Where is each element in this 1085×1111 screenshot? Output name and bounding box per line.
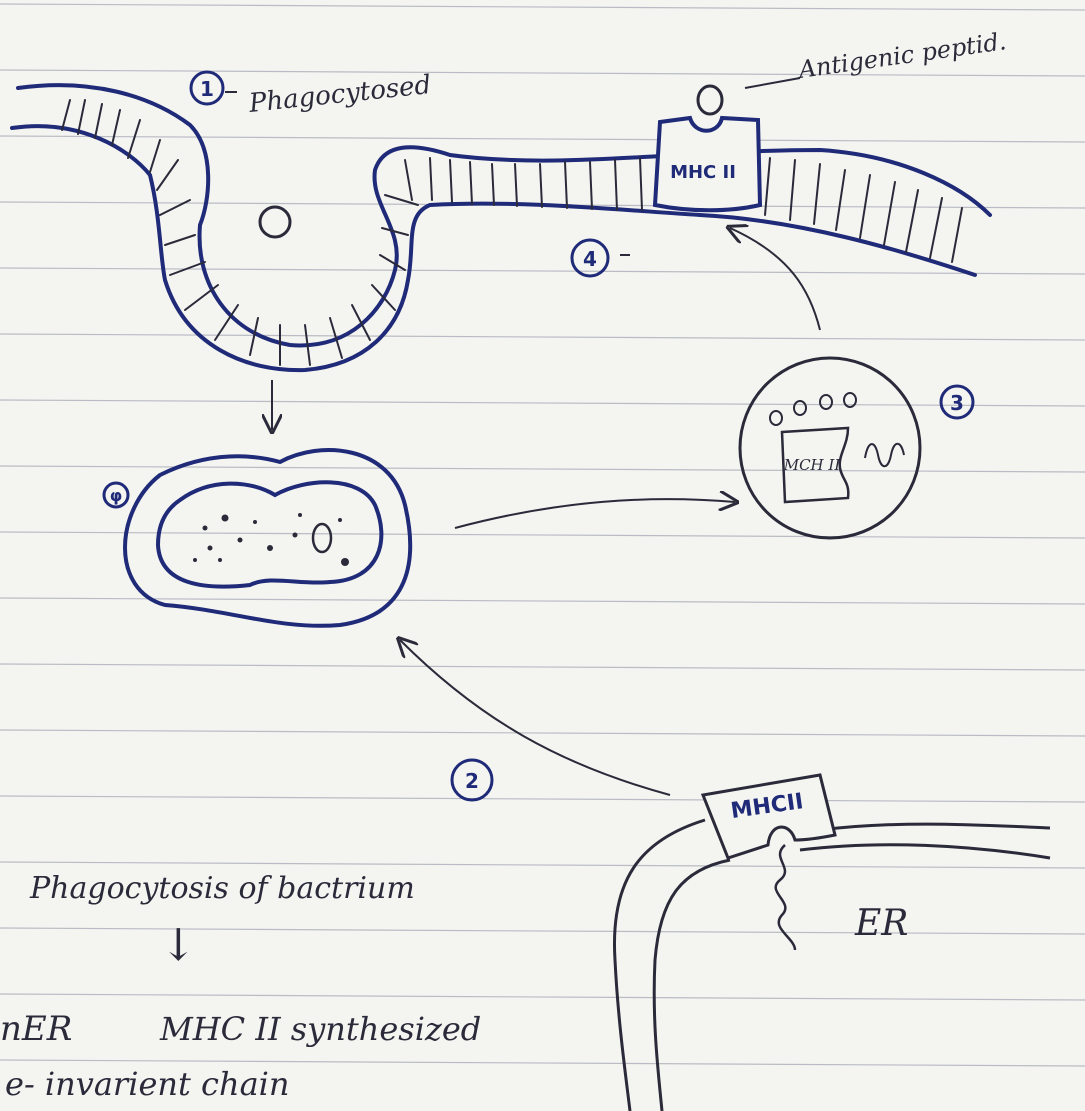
step3-number: 3: [950, 391, 964, 415]
vesicle-mhc-label: MCH II: [783, 456, 842, 474]
step1-marker: 1: [191, 72, 237, 104]
note-arrow: ↓: [160, 920, 197, 971]
note-line1: Phagocytosis of bactrium: [29, 871, 415, 906]
step1-number: 1: [200, 77, 214, 101]
arrow-vesicle-to-membrane: [730, 228, 820, 330]
phagolysosome-marker: φ: [104, 483, 128, 507]
phagolysosome-mark: φ: [110, 486, 123, 505]
rule-line-10: [0, 664, 1085, 670]
note-line2-prefix: nER: [0, 1009, 72, 1049]
antigenic-peptide: [698, 86, 722, 114]
rule-line-1: [0, 70, 1085, 76]
notebook-rule-lines: [0, 4, 1085, 1066]
rule-line-12: [0, 796, 1085, 802]
rule-line-0: [0, 4, 1085, 10]
membrane-mhc-label: MHC II: [670, 162, 736, 183]
step4-number: 4: [583, 247, 597, 271]
vesicle: MCH II: [740, 358, 920, 538]
membrane-mhc-ii: MHC II: [655, 118, 760, 210]
note-line2: MHC II synthesized: [159, 1010, 481, 1048]
rule-line-2: [0, 136, 1085, 142]
rule-line-8: [0, 532, 1085, 538]
rule-line-11: [0, 730, 1085, 736]
rule-line-6: [0, 400, 1085, 406]
arrow-phagolysosome-to-vesicle: [455, 499, 735, 528]
rule-line-15: [0, 994, 1085, 1000]
rule-line-7: [0, 466, 1085, 472]
step2-marker: 2: [452, 760, 492, 800]
rule-line-5: [0, 334, 1085, 340]
er-label: ER: [854, 903, 908, 944]
rule-line-13: [0, 862, 1085, 868]
step2-number: 2: [465, 769, 479, 793]
invariant-chain-squiggle: [776, 845, 795, 950]
note-line3: e- invarient chain: [5, 1065, 289, 1103]
bacterium: [260, 207, 290, 237]
phagolysosome-bacterium: [313, 524, 331, 552]
peptide-pointer: [745, 78, 800, 88]
step1-label: Phagocytosed: [247, 70, 433, 119]
cell-membrane: [12, 85, 990, 370]
phagolysosome-contents: [193, 513, 349, 566]
step3-marker: 3: [941, 386, 973, 418]
er-mhc-ii: MHCII: [703, 775, 835, 858]
er-membrane: [614, 820, 1050, 1111]
step4-marker: 4: [572, 240, 630, 276]
arrow-er-to-phagolysosome: [400, 640, 670, 795]
